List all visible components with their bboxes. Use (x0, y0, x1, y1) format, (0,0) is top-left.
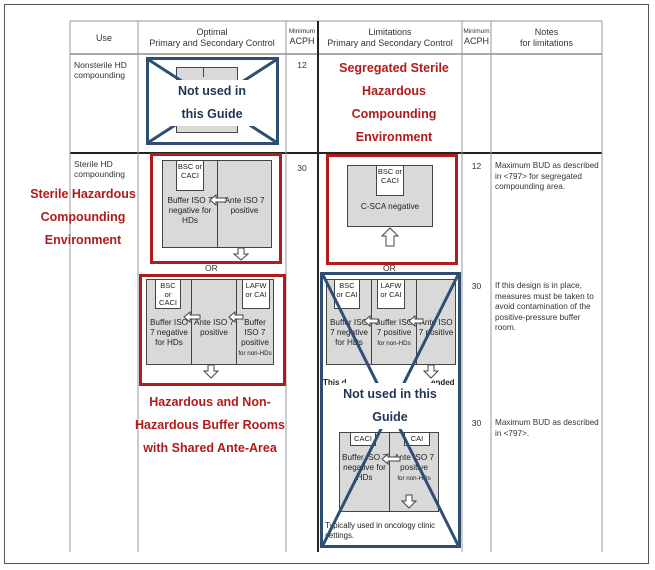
sterile-env-highlight-box (150, 153, 282, 264)
arrow-left-icon (363, 314, 379, 328)
sterile-env-label: Sterile Hazardous Compounding Environmen… (30, 187, 136, 247)
cai-box: CAI (404, 432, 430, 446)
buffer-neg-label-4: Buffer ISO 7 negative for HDs (342, 453, 387, 482)
header-optimal-title: Optimal (196, 27, 228, 37)
arrow-down-icon (422, 364, 440, 379)
note-limitation-2: If this design is in place, measures mus… (495, 281, 594, 332)
shared-ante-divider-2 (236, 279, 237, 365)
header-notes: Notes for limitations (491, 27, 602, 49)
header-optimal: Optimal Primary and Secondary Control (138, 27, 286, 49)
lafw-cai-box: LAFW or CAI (242, 279, 270, 309)
shared-ante-label: Hazardous and Non-Hazardous Buffer Rooms… (134, 395, 286, 455)
header-minimum-label-2: Minimum (463, 28, 490, 35)
shared-ante-divider-1 (191, 279, 192, 365)
header-limitations-title: Limitations (368, 27, 412, 37)
buffer-neg-label-3: Buffer ISO 7 negative for HDs (329, 318, 369, 347)
acph-sterile-optimal: 30 (297, 163, 307, 173)
bsc-caci-box: BSC or CACI (176, 160, 204, 191)
arrow-left-icon (183, 310, 201, 324)
use-sterile: Sterile HD compounding (74, 159, 126, 179)
header-notes-subtitle: for limitations (519, 38, 573, 48)
acph-nonsterile: 12 (297, 60, 307, 70)
or-label-limitations: OR (383, 263, 396, 273)
nonsterile-room-divider (203, 67, 204, 77)
not-used-label-2: Not used in this Guide (342, 383, 438, 429)
header-acph-optimal: Minimum ACPH (286, 28, 318, 47)
page-frame (4, 4, 649, 564)
header-limitations-subtitle: Primary and Secondary Control (327, 38, 453, 48)
header-notes-title: Notes (534, 27, 559, 37)
note-limitation-1: Maximum BUD as described in <797> for se… (495, 161, 599, 191)
caci-cai-divider (389, 432, 390, 512)
acph-limitation-3: 30 (471, 418, 482, 428)
not-used-label-1: Not used in this Guide (166, 80, 258, 126)
arrow-down-icon (232, 247, 250, 261)
header-limitations: Limitations Primary and Secondary Contro… (318, 27, 462, 49)
arrow-down-icon (202, 364, 220, 379)
buffer-nonhd-label-2: Buffer ISO 7 positive for non-HDs (372, 318, 416, 349)
header-minimum-label: Minimum (288, 28, 316, 35)
not-used-box-2 (320, 272, 461, 548)
arrow-left-icon (381, 452, 401, 466)
diagram-csca (347, 165, 433, 227)
for-non-hds-text: for non-HDs (238, 350, 272, 357)
buffer-nonhd-text: Buffer ISO 7 positive (241, 318, 269, 347)
not-used-box-1 (146, 57, 279, 145)
lafw-cai-box-2: LAFW or CAI (377, 279, 405, 309)
caci-box: CACI (350, 432, 376, 446)
segregated-label: Segregated Sterile Hazardous Compounding… (339, 61, 449, 144)
header-acph-label: ACPH (289, 36, 315, 46)
shared-ante-highlight-box (139, 274, 286, 386)
arrow-left-icon (228, 310, 244, 324)
note-limitation-3: Maximum BUD as described in <797>. (495, 418, 599, 438)
segregated-highlight-box (326, 154, 458, 265)
design-fragment-end: ended (431, 378, 455, 387)
header-acph-label-2: ACPH (463, 36, 489, 46)
for-non-hds-text-2: for non-HDs (377, 340, 411, 347)
acph-limitation-2: 30 (471, 281, 482, 291)
bsc-caci-box-csca: BSC or CACI (376, 165, 404, 196)
buffer-ante-divider (217, 160, 218, 248)
design-fragment-start: This d (323, 378, 347, 387)
for-non-hds-text-3: for non-HDs (397, 475, 431, 482)
or-label-optimal: OR (205, 263, 218, 273)
csca-label: C-SCA negative (360, 202, 420, 211)
bsc-caci-box-2: BSC or CACI (155, 279, 181, 309)
header-optimal-subtitle: Primary and Secondary Control (149, 38, 275, 48)
ante-pos-label-2: Ante ISO 7 positive (193, 318, 235, 337)
buffer-nonhd-label: Buffer ISO 7 positive for non-HDs (237, 318, 273, 359)
header-use: Use (95, 33, 112, 43)
buffer-neg-label: Buffer ISO 7 negative for HDs (167, 196, 213, 225)
header-acph-limitations: Minimum ACPH (462, 28, 491, 47)
arrow-up-icon (380, 227, 400, 247)
acph-limitation-1: 12 (471, 161, 482, 171)
buffer-neg-label-2: Buffer ISO 7 negative for HDs (149, 318, 189, 347)
arrow-left-icon (408, 314, 424, 328)
ante-pos-label: Ante ISO 7 positive (224, 196, 265, 215)
use-nonsterile: Nonsterile HD compounding (74, 60, 127, 80)
arrow-left-icon (209, 193, 227, 207)
oncology-note: Typically used in oncology clinic settin… (325, 521, 436, 540)
ante-pos-label-3: Ante ISO 7 positive (418, 318, 454, 337)
buffer-nonhd-text-2: Buffer ISO 7 positive (374, 318, 414, 337)
arrow-down-icon (400, 494, 418, 509)
